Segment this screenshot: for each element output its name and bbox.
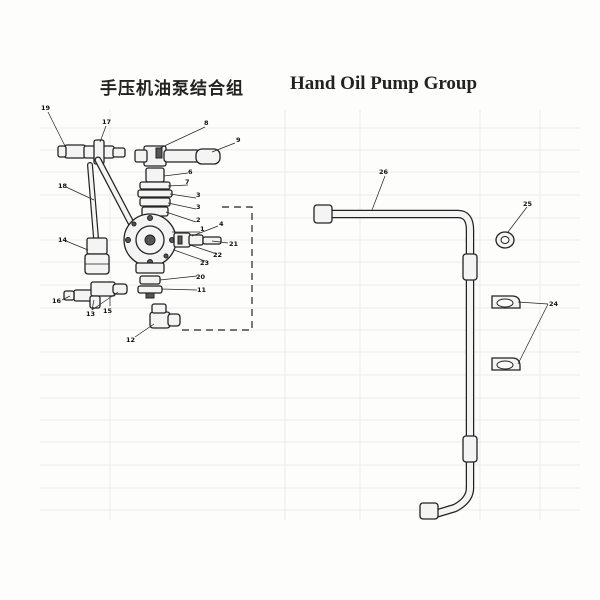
callout-leader-lines [47,111,549,365]
part-4-22-23-24-outlet [173,232,222,248]
part-21-pipe-clamps [491,295,521,371]
callout-3b: 3 [196,203,201,211]
callout-1: 1 [200,225,205,233]
callout-19: 19 [41,104,51,112]
part-17-tee-fitting [83,139,126,165]
callout-20: 20 [196,273,206,281]
part-25-pipe-clip [495,231,515,249]
callout-11: 11 [197,286,207,294]
callout-23: 22 [213,251,222,259]
callout-14: 15 [103,307,113,315]
callout-18: 18 [58,182,68,190]
callout-16: 16 [52,297,62,305]
callout-2: 2 [196,216,201,224]
part-12-bottom-elbow [149,303,181,329]
callout-8: 8 [204,119,209,127]
callout-15: 14 [58,236,68,244]
callout-12: 12 [126,336,135,344]
callout-24: 23 [200,259,209,267]
callout-25: 25 [523,200,533,208]
part-19-elbow [57,144,87,159]
callout-17: 17 [102,118,111,126]
part-26-oil-pipe [313,204,478,520]
callout-6: 6 [188,168,193,176]
background-table-grid [40,110,580,520]
part-16-13-14-lower-tee [63,281,128,309]
callout-4: 4 [219,220,224,228]
callout-26: 26 [379,168,389,176]
callout-3: 3 [196,191,201,199]
callout-7: 7 [185,178,190,186]
title-chinese: 手压机油泵结合组 [100,79,244,99]
callout-9: 9 [236,136,241,144]
callout-21: 24 [549,300,559,308]
part-15-union-nut [84,237,110,275]
callout-numbers: 19 17 8 9 6 7 3 3 2 1 4 21 22 23 20 11 1… [41,104,559,344]
callout-13: 13 [86,310,95,318]
part-1-pump-body [123,213,177,274]
part-2-7-washer-stack [137,167,173,217]
title-english: Hand Oil Pump Group [290,73,478,94]
callout-22: 21 [229,240,239,248]
connection-dashed-line [182,206,253,331]
part-20-11-lower-nut [137,275,163,299]
part-8-9-handle [134,145,221,167]
